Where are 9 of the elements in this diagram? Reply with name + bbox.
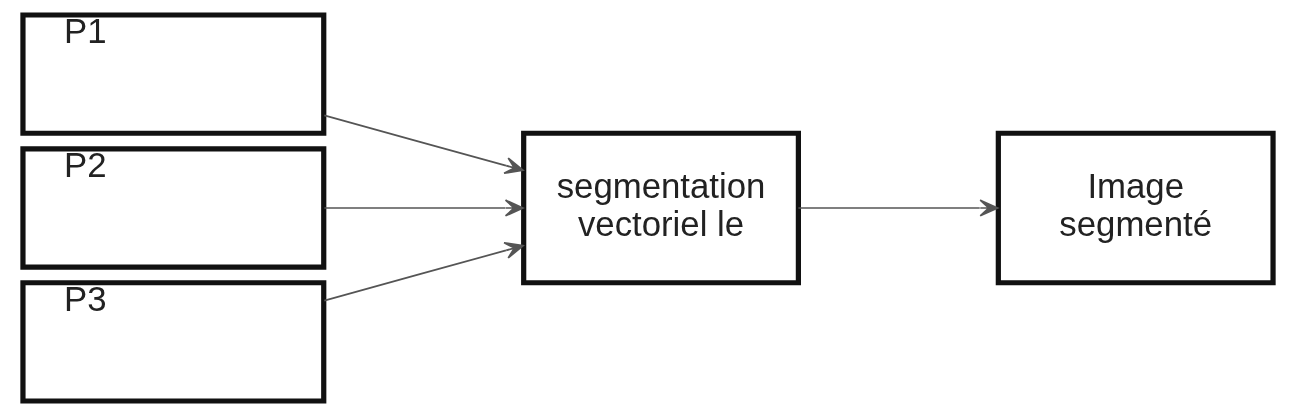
arrow — [797, 199, 998, 217]
node-box: P3 — [19, 280, 326, 404]
arrow — [322, 114, 524, 175]
arrow — [322, 241, 524, 302]
node-box: P2 — [19, 146, 326, 270]
node-box: segmentation vectoriel le — [520, 130, 801, 286]
arrow — [322, 199, 524, 217]
node-box: P1 — [19, 12, 326, 136]
node-box: Image segmenté — [995, 130, 1276, 286]
